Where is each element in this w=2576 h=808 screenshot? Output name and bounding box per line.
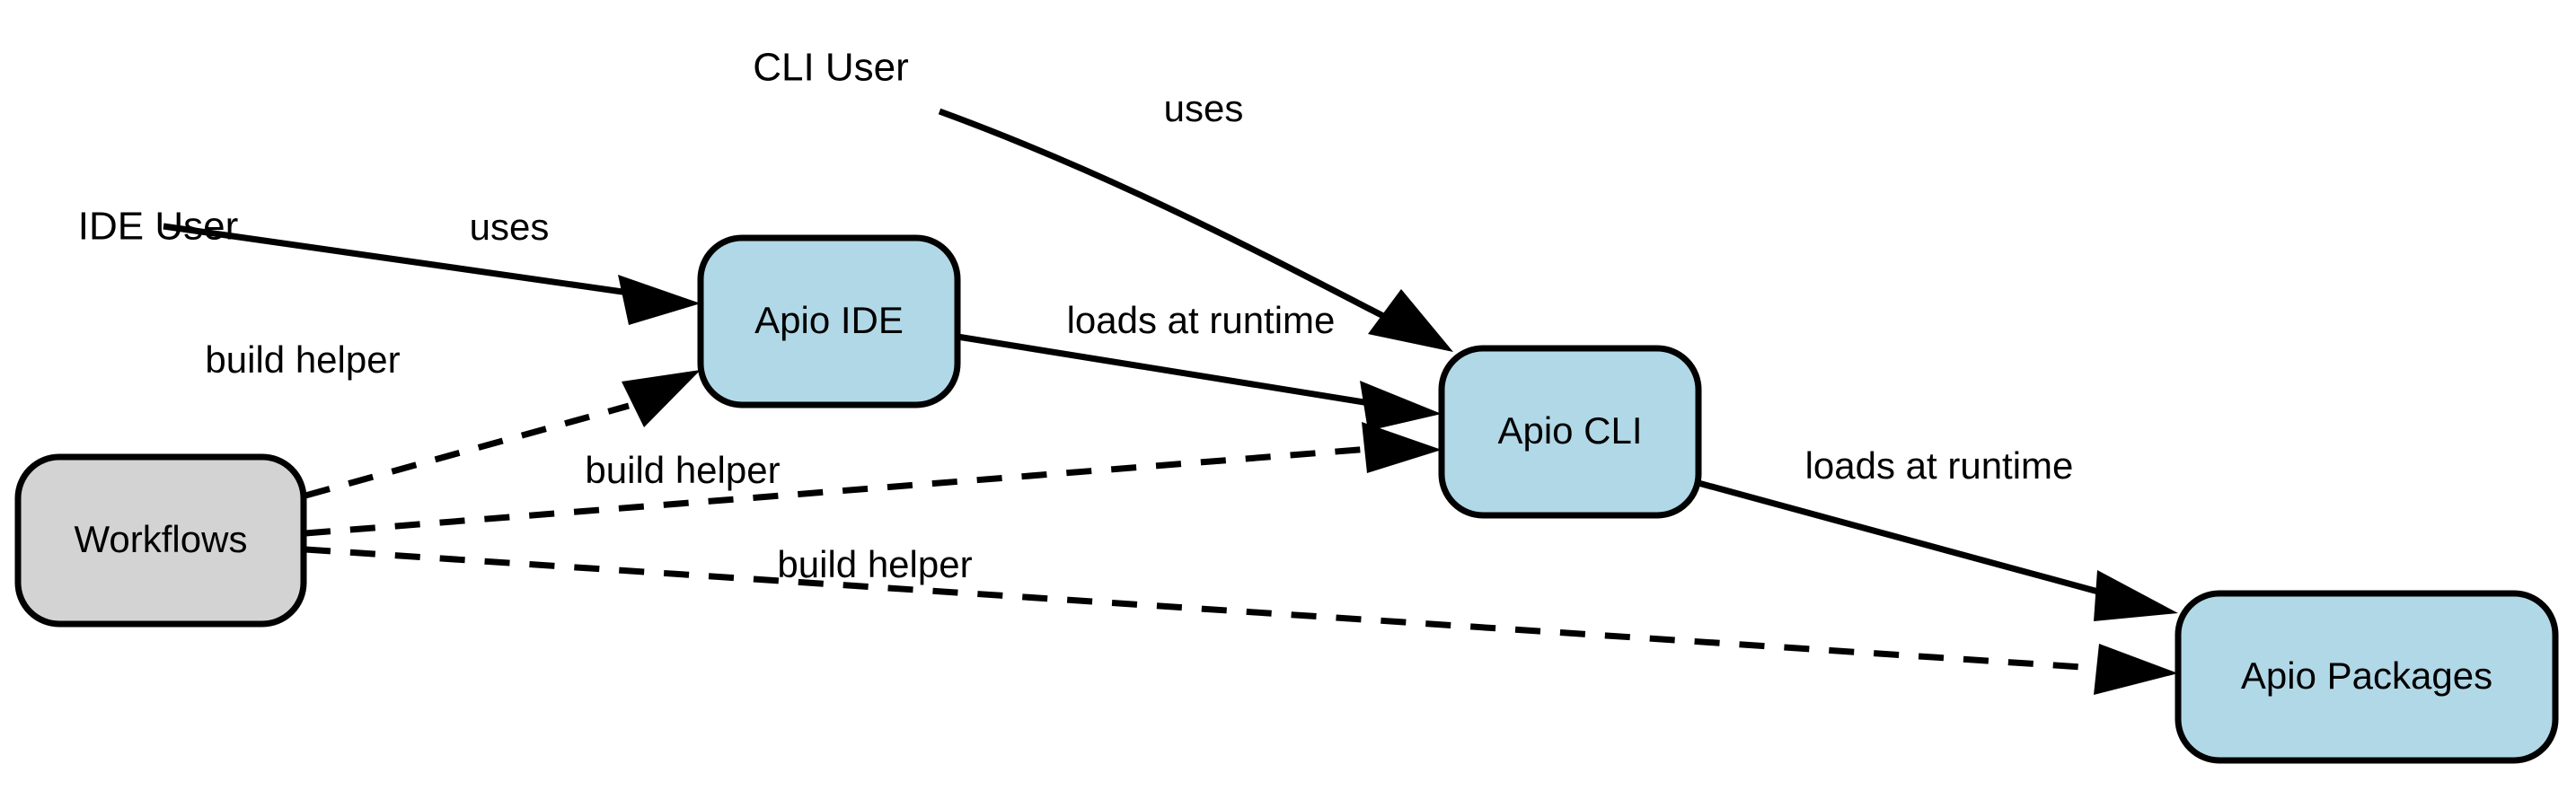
edge-workflows-builds-apio-packages bbox=[304, 546, 2178, 695]
arrowhead-into-apio-ide-build bbox=[622, 370, 701, 427]
node-apio-packages-shape[interactable] bbox=[2175, 590, 2559, 764]
edge-label-ide-user-uses: uses bbox=[470, 206, 550, 248]
edge-label-cli-user-uses: uses bbox=[1164, 87, 1244, 129]
edge-line-cli-user-uses bbox=[938, 108, 1385, 320]
arrowhead-into-apio-ide-uses bbox=[618, 275, 701, 325]
edge-label-ide-loads-cli: loads at runtime bbox=[1067, 299, 1336, 341]
edge-line-workflows-builds-ide bbox=[304, 402, 630, 499]
node-apio-ide-shape[interactable] bbox=[697, 234, 961, 408]
edge-apio-cli-loads-apio-packages bbox=[1698, 479, 2178, 621]
edge-ide-user-uses-apio-ide bbox=[163, 223, 701, 325]
node-apio-ide[interactable]: Apio IDE bbox=[697, 234, 961, 408]
edge-line-cli-loads-packages bbox=[1698, 479, 2109, 598]
arrowhead-into-apio-cli-build bbox=[1362, 422, 1442, 473]
node-workflows-label: Workflows bbox=[75, 518, 248, 560]
node-workflows-shape[interactable] bbox=[14, 453, 307, 628]
actor-label-cli-user: CLI User bbox=[753, 46, 909, 90]
node-apio-ide-label: Apio IDE bbox=[754, 299, 904, 341]
arrowhead-into-apio-packages-loads bbox=[2094, 570, 2178, 621]
node-apio-packages-label: Apio Packages bbox=[2241, 654, 2492, 697]
arrowhead-into-apio-cli-loads bbox=[1360, 381, 1442, 431]
edge-label-workflows-builds-ide: build helper bbox=[205, 338, 400, 381]
arrowhead-into-apio-cli-uses bbox=[1368, 289, 1453, 352]
arrowhead-into-apio-packages-build bbox=[2094, 644, 2178, 695]
node-apio-cli[interactable]: Apio CLI bbox=[1438, 345, 1702, 519]
edge-line-workflows-builds-packages bbox=[304, 546, 2110, 672]
edge-apio-ide-loads-apio-cli bbox=[957, 333, 1442, 431]
node-workflows[interactable]: Workflows bbox=[14, 453, 307, 628]
node-apio-cli-label: Apio CLI bbox=[1497, 409, 1642, 452]
edge-cli-user-uses-apio-cli bbox=[938, 108, 1453, 352]
edge-workflows-builds-apio-ide bbox=[304, 370, 701, 499]
edge-label-workflows-builds-packages: build helper bbox=[777, 543, 972, 585]
edge-line-ide-user-uses bbox=[163, 223, 630, 296]
edge-label-cli-loads-packages: loads at runtime bbox=[1805, 444, 2074, 487]
node-apio-packages[interactable]: Apio Packages bbox=[2175, 590, 2559, 764]
edge-line-ide-loads-cli bbox=[957, 333, 1371, 407]
edge-workflows-builds-apio-cli bbox=[304, 422, 1442, 537]
edge-line-workflows-builds-cli bbox=[304, 445, 1371, 537]
node-apio-cli-shape[interactable] bbox=[1438, 345, 1702, 519]
actor-label-ide-user: IDE User bbox=[78, 205, 238, 249]
edge-label-workflows-builds-cli: build helper bbox=[585, 449, 780, 491]
